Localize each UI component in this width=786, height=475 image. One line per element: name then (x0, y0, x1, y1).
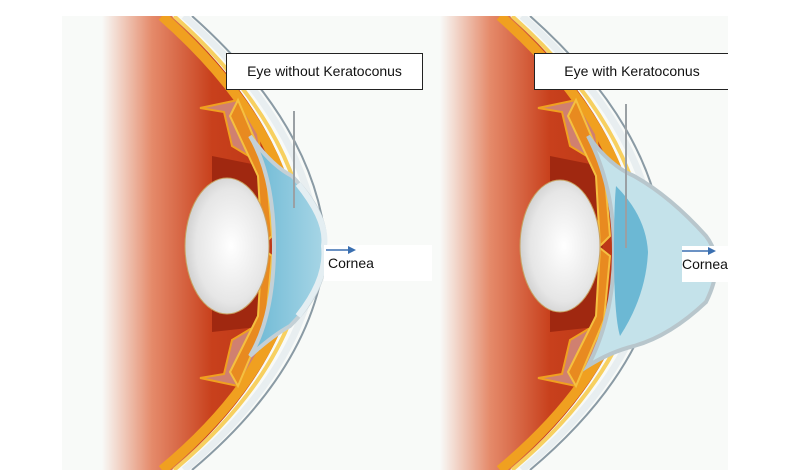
keratoconus-eye-illustration (440, 16, 718, 470)
arrow-right-icon (682, 247, 716, 255)
cornea-label-text-normal: Cornea (328, 255, 374, 271)
title-keratoconus: Eye with Keratoconus (564, 63, 700, 79)
title-box-keratoconus: Eye with Keratoconus (534, 53, 728, 90)
title-box-normal: Eye without Keratoconus (226, 53, 423, 90)
keratoconus-comparison-figure: Eye without Keratoconus Cornea (62, 16, 728, 470)
cornea-label-keratoconus: Cornea (682, 246, 728, 282)
panel-keratoconus-eye: Eye with Keratoconus Cornea (420, 16, 728, 470)
title-normal: Eye without Keratoconus (247, 63, 402, 79)
cornea-label-normal: Cornea (324, 245, 432, 281)
cornea-label-text-keratoconus: Cornea (682, 256, 728, 272)
arrow-right-icon (326, 246, 356, 254)
panel-normal-eye: Eye without Keratoconus Cornea (62, 16, 432, 470)
